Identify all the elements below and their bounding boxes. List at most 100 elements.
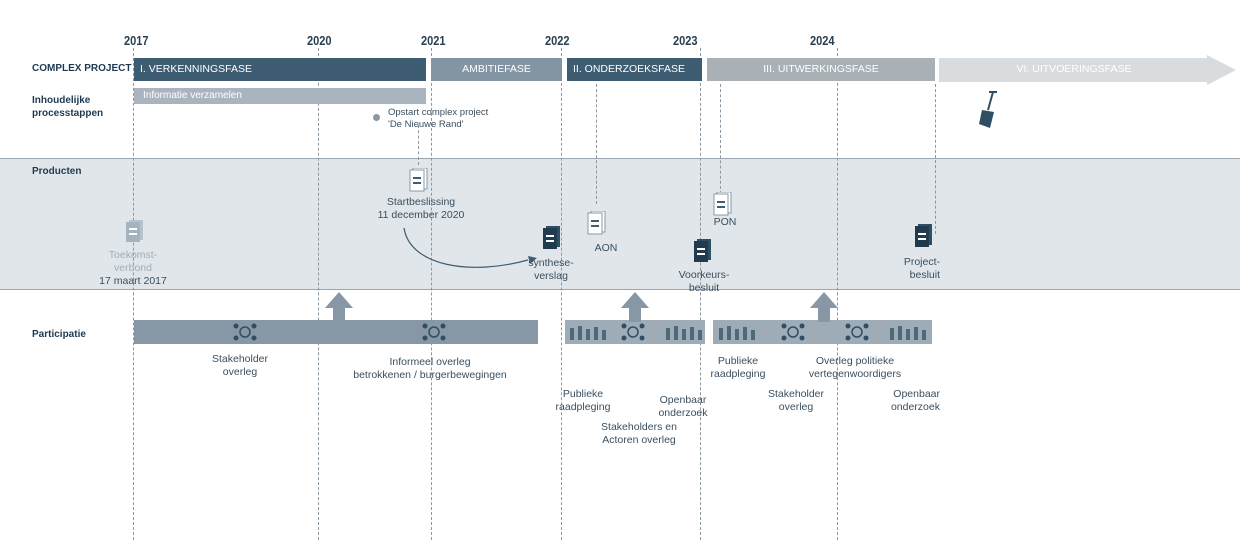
row-label-process-steps: Inhoudelijke processtappen <box>32 95 104 119</box>
project-start-line2: 'De Nieuwe Rand' <box>388 119 464 130</box>
stakeholders-actoren-l1: Stakeholders en <box>601 421 677 433</box>
milestone-dot-icon <box>373 114 380 121</box>
timeline-line-2024 <box>837 48 838 540</box>
phase-uitvoeringsfase-arrow <box>939 55 1236 85</box>
voorkeursbesluit-l1: Voorkeurs- <box>678 269 730 281</box>
shovel-icon <box>979 91 997 128</box>
year-2022: 2022 <box>545 33 570 48</box>
timeline-line-2017 <box>133 48 134 540</box>
label-openbaar-onderzoek-2: Openbaar onderzoek <box>870 388 940 414</box>
voorkeursbesluit-l2: besluit <box>688 282 720 294</box>
overleg-politieke-l2: vertegenwoordigers <box>808 368 902 380</box>
products-band <box>0 158 1240 290</box>
crowd-icon-2 <box>666 326 702 340</box>
participation-bar-3 <box>713 320 932 344</box>
label-aon: AON <box>594 242 618 254</box>
phase-uitwerkingsfase: III. UITWERKINGSFASE <box>707 58 935 81</box>
label-toekomstverbond: Toekomst- verbond 17 maart 2017 <box>88 249 178 288</box>
label-pon: PON <box>713 216 737 228</box>
project-start-line1: Opstart complex project <box>388 107 489 118</box>
document-icon-aon <box>587 211 606 235</box>
startbeslissing-l1: Startbeslissing <box>386 196 456 208</box>
crowd-icon-1 <box>570 326 606 340</box>
toekomstverbond-l2: verbond <box>114 262 152 274</box>
label-projectbesluit: Project- besluit <box>870 256 940 282</box>
projectbesluit-l1: Project- <box>903 256 940 268</box>
participation-bar-1 <box>134 320 538 344</box>
label-stakeholder-overleg-2: Stakeholder overleg <box>758 388 834 414</box>
phase-verkenningsfase: I. VERKENNINGSFASE <box>134 58 426 81</box>
informeel-overleg-l2: betrokkenen / burgerbewegingen <box>353 369 507 381</box>
up-arrow-icon-3 <box>810 292 838 322</box>
stakeholder-overleg-2-l2: overleg <box>778 401 814 413</box>
document-icon-voorkeursbesluit <box>694 239 711 262</box>
year-2017: 2017 <box>124 33 149 48</box>
phase-uitvoeringsfase: VI. UITVOERINGSFASE <box>1016 63 1132 75</box>
publieke-raadpleging-2-l2: raadpleging <box>710 368 766 380</box>
phase-ambitiefase: AMBITIEFASE <box>431 58 562 81</box>
syntheseverslag-l2: verslag <box>534 270 568 282</box>
label-informeel-overleg: Informeel overleg betrokkenen / burgerbe… <box>330 356 530 382</box>
meeting-icon-4 <box>781 323 805 341</box>
publieke-raadpleging-2-l1: Publieke <box>717 355 759 367</box>
timeline-line-aon <box>596 84 597 204</box>
year-2023: 2023 <box>673 33 698 48</box>
curved-arrow-icon <box>403 227 537 268</box>
year-2020: 2020 <box>307 33 332 48</box>
label-publieke-raadpleging-1: Publieke raadpleging <box>548 388 618 414</box>
up-arrow-icon-1 <box>325 292 353 322</box>
startbeslissing-l2: 11 december 2020 <box>377 209 465 221</box>
label-syntheseverslag: synthese- verslag <box>516 257 586 283</box>
meeting-icon-2 <box>422 323 446 341</box>
overleg-politieke-l1: Overleg politieke <box>815 355 895 367</box>
label-stakeholders-actoren: Stakeholders en Actoren overleg <box>594 421 684 447</box>
timeline-line-startbeslissing <box>418 125 419 165</box>
toekomstverbond-l1: Toekomst- <box>108 249 158 261</box>
stakeholder-overleg-1-l1: Stakeholder <box>211 353 269 365</box>
stakeholder-overleg-1-l2: overleg <box>222 366 258 378</box>
meeting-icon-5 <box>845 323 869 341</box>
stakeholders-actoren-l2: Actoren overleg <box>602 434 676 446</box>
crowd-icon-4 <box>890 326 926 340</box>
timeline-line-2020 <box>318 48 319 540</box>
up-arrow-icon-2 <box>621 292 649 322</box>
label-startbeslissing: Startbeslissing 11 december 2020 <box>366 196 476 222</box>
label-stakeholder-overleg-1: Stakeholder overleg <box>200 353 280 379</box>
publieke-raadpleging-1-l2: raadpleging <box>555 401 611 413</box>
label-openbaar-onderzoek-1: Openbaar onderzoek <box>648 394 718 420</box>
openbaar-onderzoek-2-l1: Openbaar <box>893 388 940 400</box>
informeel-overleg-l1: Informeel overleg <box>389 356 471 368</box>
label-overleg-politieke: Overleg politieke vertegenwoordigers <box>800 355 910 381</box>
syntheseverslag-l1: synthese- <box>528 257 574 269</box>
timeline-line-2023 <box>700 48 701 540</box>
openbaar-onderzoek-2-l2: onderzoek <box>890 401 940 413</box>
info-gathering-bar: Informatie verzamelen <box>134 88 426 104</box>
row-label-participation: Participatie <box>32 329 86 340</box>
phase-onderzoeksfase: II. ONDERZOEKSFASE <box>567 58 702 81</box>
label-voorkeursbesluit: Voorkeurs- besluit <box>664 269 744 295</box>
openbaar-onderzoek-1-l1: Openbaar <box>659 394 707 406</box>
timeline-line-pon <box>720 84 721 194</box>
project-start-note: Opstart complex project 'De Nieuwe Rand' <box>388 107 488 131</box>
projectbesluit-l2: besluit <box>909 269 940 281</box>
document-icon-toekomstverbond <box>126 220 143 242</box>
timeline-line-projectbesluit <box>935 84 936 234</box>
crowd-icon-3 <box>719 326 755 340</box>
year-2024: 2024 <box>810 33 835 48</box>
document-icon-pon <box>713 192 732 216</box>
publieke-raadpleging-1-l1: Publieke <box>562 388 604 400</box>
document-icon-startbeslissing <box>409 168 428 192</box>
document-icon-syntheseverslag <box>543 226 560 249</box>
openbaar-onderzoek-1-l2: onderzoek <box>658 407 708 419</box>
timeline-line-2022 <box>561 48 562 540</box>
stakeholder-overleg-2-l1: Stakeholder <box>767 388 825 400</box>
label-publieke-raadpleging-2: Publieke raadpleging <box>703 355 773 381</box>
meeting-icon-3 <box>621 323 645 341</box>
timeline-line-2021 <box>431 48 432 540</box>
year-2021: 2021 <box>421 33 446 48</box>
toekomstverbond-date: 17 maart 2017 <box>99 275 167 287</box>
meeting-icon-1 <box>233 323 257 341</box>
row-label-complex-project: COMPLEX PROJECT <box>32 63 132 74</box>
row-label-products: Producten <box>32 166 82 177</box>
document-icon-projectbesluit <box>915 224 932 247</box>
